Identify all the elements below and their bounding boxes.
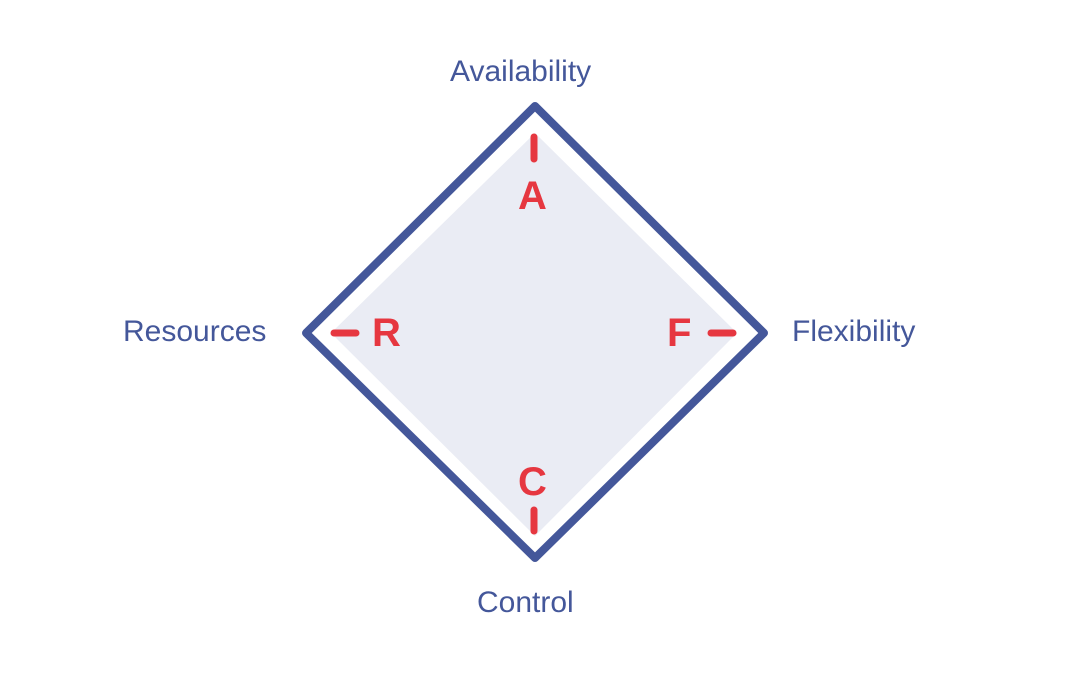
letter-f: F <box>667 311 692 355</box>
label-resources: Resources <box>123 315 267 348</box>
outer-diamond-outline <box>302 102 768 562</box>
inner-fill-diamond <box>331 133 737 536</box>
label-control: Control <box>477 586 574 619</box>
letter-c: C <box>518 460 547 504</box>
label-flexibility: Flexibility <box>792 315 916 348</box>
letter-r: R <box>372 311 401 355</box>
letter-a: A <box>518 174 547 218</box>
label-availability: Availability <box>450 55 592 88</box>
